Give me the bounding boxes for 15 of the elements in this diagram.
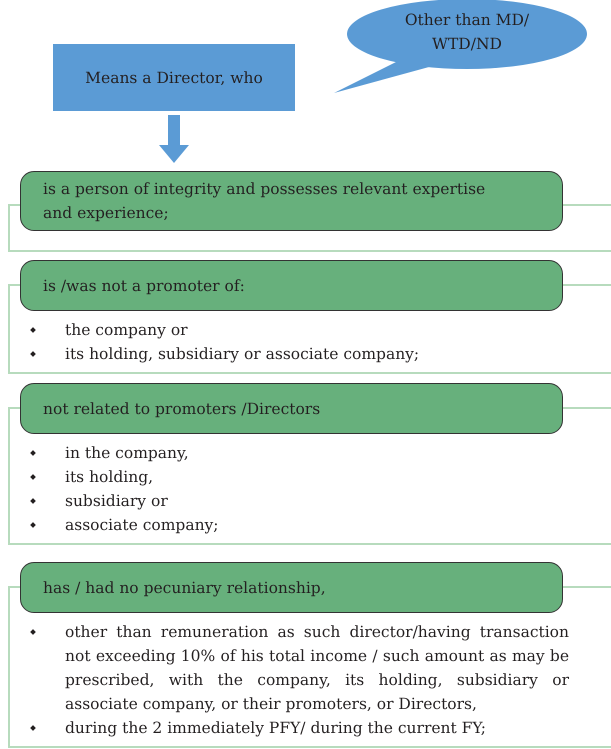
bullet-text: its holding, subsidiary or associate company; xyxy=(65,344,420,365)
criterion-header: is /was not a promoter of: xyxy=(20,260,563,311)
bullet-text: subsidiary or xyxy=(65,491,169,512)
criterion-header: not related to promoters /Directors xyxy=(20,383,563,434)
criterion-header: is a person of integrity and possesses relevant expertise and experience; xyxy=(20,171,563,231)
bullet-text: during the 2 immediately PFY/ during the current FY; xyxy=(65,718,487,739)
bullet-text: its holding, xyxy=(65,467,154,488)
definition-box xyxy=(53,44,295,111)
bullet-text: in the company, xyxy=(65,443,190,464)
box-text: Means a Director, who xyxy=(85,68,263,86)
bullet-text: associate company; xyxy=(65,515,220,536)
bubble-text: Other than MD/ WTD/ND xyxy=(404,11,530,53)
down-arrow xyxy=(159,115,189,163)
bullet-text: the company or xyxy=(65,320,189,341)
criterion-header: has / had no pecuniary relationship, xyxy=(20,562,563,613)
